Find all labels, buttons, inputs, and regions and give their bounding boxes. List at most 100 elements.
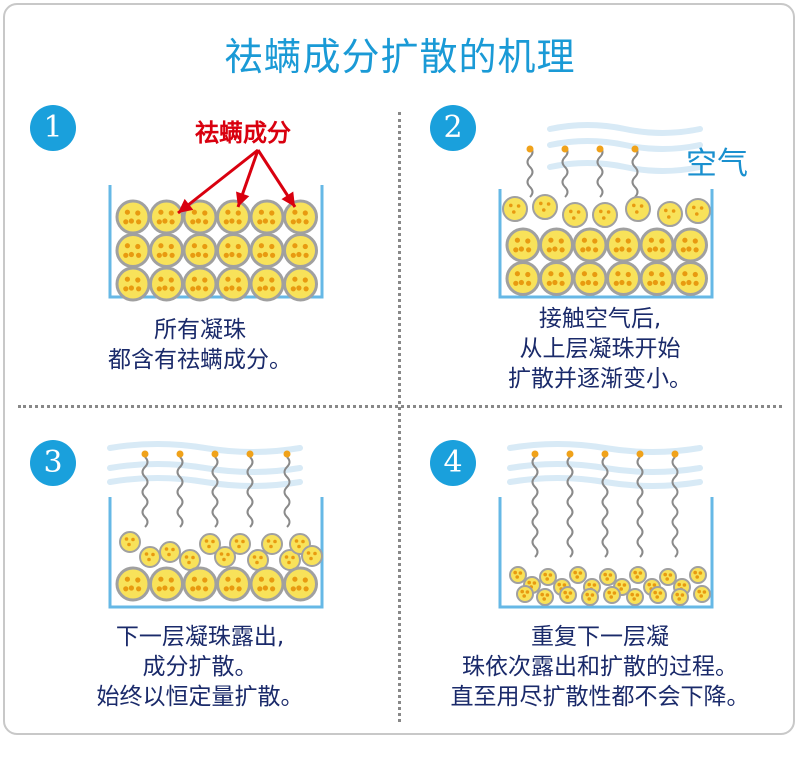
bead	[649, 586, 667, 604]
bead	[149, 566, 184, 602]
beads-container-illustration	[108, 185, 324, 302]
bead	[214, 546, 236, 568]
bead	[249, 199, 285, 235]
bead	[283, 566, 318, 602]
bead	[182, 266, 218, 302]
bead	[536, 588, 554, 606]
vapor-trail	[566, 450, 574, 558]
vertical-divider	[398, 112, 401, 722]
panel-step-1: 1 所有凝珠 都含有祛螨成分。	[0, 97, 400, 427]
bead	[599, 568, 617, 586]
vapor-trail	[283, 450, 291, 528]
bead	[603, 586, 621, 604]
step-caption: 下一层凝珠露出, 成分扩散。 始终以恒定量扩散。	[0, 622, 400, 712]
bead	[182, 199, 218, 235]
vapor-trail	[141, 450, 149, 528]
air-wave	[107, 461, 303, 475]
bead	[283, 266, 318, 302]
caption-line: 重复下一层凝	[531, 624, 669, 650]
bead	[261, 533, 283, 555]
bead	[673, 227, 708, 263]
panel-step-2: 2 接触空气后, 从上层凝珠开始 扩散并逐渐变小。	[400, 97, 800, 427]
vapor-trail	[176, 450, 184, 528]
vapor-trail	[531, 450, 539, 558]
bead	[301, 545, 323, 567]
bead	[159, 541, 181, 563]
bead	[115, 566, 151, 602]
bead	[216, 566, 251, 602]
bead	[657, 201, 683, 227]
vapor-trail	[596, 145, 604, 198]
bead	[182, 233, 218, 268]
bead	[626, 588, 644, 606]
bead	[119, 531, 141, 553]
beads-container-illustration	[498, 122, 714, 299]
bead	[249, 233, 285, 268]
bead	[639, 227, 675, 263]
bead	[581, 588, 599, 606]
air-label: 空气	[686, 146, 748, 182]
bead	[139, 546, 161, 568]
beads-container-illustration	[498, 441, 714, 609]
bead	[569, 566, 587, 584]
bead	[606, 227, 641, 263]
bead	[693, 585, 711, 603]
bead	[279, 549, 301, 571]
bead	[539, 568, 557, 586]
air-wave	[547, 122, 703, 136]
bead	[559, 586, 577, 604]
vapor-trail	[601, 450, 609, 558]
bead	[562, 202, 588, 228]
bead	[539, 227, 574, 263]
container	[108, 185, 324, 299]
step-caption: 接触空气后, 从上层凝珠开始 扩散并逐渐变小。	[400, 304, 800, 394]
bead	[502, 196, 528, 222]
container	[498, 189, 714, 299]
bead	[673, 261, 708, 296]
caption-line: 始终以恒定量扩散。	[96, 684, 304, 710]
bead	[149, 199, 184, 235]
bead	[505, 261, 541, 296]
bead	[606, 261, 641, 296]
bead	[625, 196, 651, 222]
bead	[249, 566, 285, 602]
beads-container-illustration	[107, 441, 324, 609]
caption-line: 接触空气后,	[538, 306, 662, 332]
step-number-badge: 1	[30, 105, 76, 151]
bead	[115, 233, 151, 268]
bead	[115, 199, 151, 235]
bead	[115, 266, 151, 302]
bead	[685, 198, 711, 224]
caption-line: 成分扩散。	[142, 654, 258, 680]
bead	[592, 202, 618, 228]
container	[498, 497, 714, 609]
vapor-trail	[671, 450, 679, 558]
bead	[216, 233, 251, 268]
bead	[199, 533, 221, 555]
bead	[671, 588, 689, 606]
bead	[229, 533, 251, 555]
bead	[179, 549, 201, 571]
bead	[639, 261, 675, 296]
bead	[659, 568, 677, 586]
step-number-badge: 4	[430, 440, 476, 486]
caption-line: 直至用尽扩散性都不会下降。	[450, 684, 750, 710]
vapor-trail	[246, 450, 254, 528]
bead	[149, 233, 184, 268]
bead	[509, 566, 527, 584]
vapor-trail	[211, 450, 219, 528]
bead	[182, 566, 218, 602]
panel-step-3: 3 下一层凝珠露出, 成分扩散。 始终以恒定量扩散。	[0, 432, 400, 762]
panel-step-4: 4 重复下一层凝 珠依次露出和扩散的过程。 直至用尽扩散性都不会下降。	[400, 432, 800, 762]
vapor-trail	[631, 145, 639, 198]
air-wave	[107, 441, 303, 455]
diagram-title: 祛螨成分扩散的机理	[224, 35, 576, 79]
step-number-badge: 3	[30, 440, 76, 486]
air-wave	[107, 475, 303, 489]
bead	[216, 266, 251, 302]
air-wave	[507, 441, 703, 455]
step-caption: 重复下一层凝 珠依次露出和扩散的过程。 直至用尽扩散性都不会下降。	[400, 622, 800, 712]
bead	[247, 549, 269, 571]
bead	[532, 194, 558, 220]
bead	[283, 233, 318, 268]
